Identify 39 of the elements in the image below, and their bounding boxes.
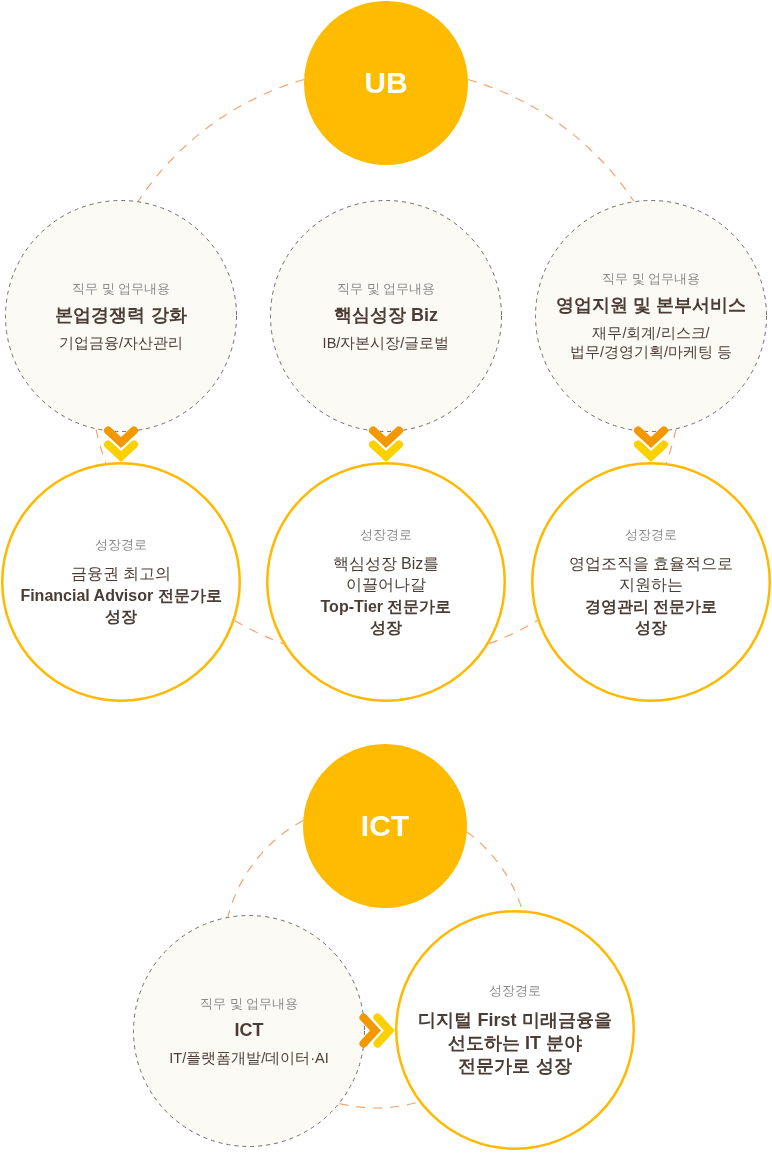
- heading-text: 영업지원 및 본부서비스: [556, 294, 746, 317]
- heading-text: 핵심성장 Biz: [334, 303, 438, 327]
- duty-circle: [133, 915, 365, 1147]
- dashed-connector: [227, 819, 304, 918]
- dashed-connector: [234, 619, 284, 645]
- growth-path-circle: [395, 910, 635, 1150]
- dashed-connector: [137, 78, 305, 202]
- description-text: IB/자본시장/글로벌: [322, 333, 450, 353]
- caption-label: 직무 및 업무내용: [199, 994, 299, 1013]
- duty-circle: [5, 200, 237, 432]
- description-text: IT/플랫폼개발/데이터·AI: [169, 1048, 329, 1068]
- category-circle: [303, 744, 467, 908]
- body-text: 금융권 최고의 Financial Advisor 전문가로 성장: [19, 564, 223, 628]
- dashed-connector: [95, 428, 107, 464]
- duty-circle: [535, 200, 767, 432]
- growth-path-circle: [531, 462, 771, 702]
- category-circle: [304, 1, 468, 165]
- description-text: 재무/회계/리스크/ 법무/경영기획/마케팅 등: [568, 324, 734, 362]
- dashed-connector: [488, 619, 538, 645]
- description-text: 기업금융/자산관리: [59, 333, 183, 353]
- body-text: 핵심성장 Biz를 이끌어나갈 Top-Tier 전문가로 성장: [319, 553, 453, 638]
- caption-label: 직무 및 업무내용: [71, 279, 171, 298]
- heading-text: ICT: [234, 1018, 264, 1042]
- duty-circle: [270, 200, 502, 432]
- growth-path-circle: [1, 462, 241, 702]
- circle-title: UB: [364, 66, 408, 100]
- caption-label: 직무 및 업무내용: [336, 279, 436, 298]
- dashed-connector: [665, 428, 677, 464]
- body-text: 디지털 First 미래금융을 선도하는 IT 분야 전문가로 성장: [417, 1009, 613, 1078]
- body-text: 영업조직을 효율적으로 지원하는 경영관리 전문가로 성장: [567, 553, 735, 638]
- caption-label: 성장경로: [360, 525, 412, 544]
- caption-label: 성장경로: [489, 982, 541, 1000]
- caption-label: 성장경로: [95, 536, 147, 555]
- heading-text: 본업경쟁력 강화: [55, 303, 187, 327]
- caption-label: 직무 및 업무내용: [601, 270, 701, 288]
- circle-title: ICT: [360, 809, 410, 843]
- caption-label: 성장경로: [625, 525, 677, 544]
- growth-path-circle: [266, 462, 506, 702]
- dashed-connector: [467, 78, 635, 202]
